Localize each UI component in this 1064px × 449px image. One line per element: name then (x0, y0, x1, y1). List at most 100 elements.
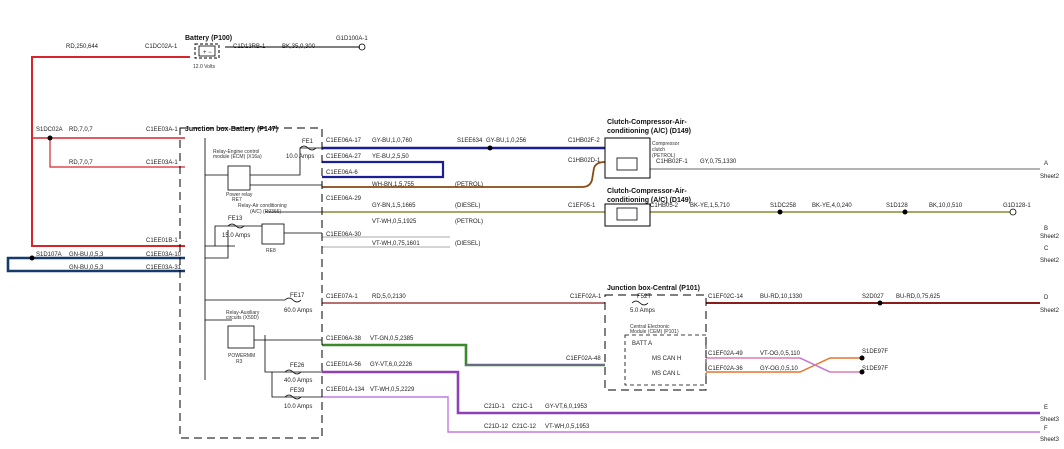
battery-cell (198, 45, 216, 57)
jb-internal-wiring (204, 138, 322, 398)
splice-s1de97f-a (859, 355, 865, 361)
fuse-fe13-rating: 15.0 Amps (222, 233, 250, 239)
label-w20: BU-RD,0,75,625 (896, 294, 941, 300)
battery-title: Battery (P100) (185, 35, 232, 42)
compressor-1-box (604, 137, 651, 179)
relay-aux-l2: circuits (X50D) (226, 315, 259, 321)
compressor-2-box (604, 203, 651, 227)
battery-volts: 12.0 Volts (193, 64, 215, 70)
fuse-fe17 (284, 297, 302, 303)
sheet-b-letter: B (1044, 226, 1048, 232)
label-c28: C21C-1 (512, 404, 533, 410)
label-c8: C1EE06A-17 (326, 138, 362, 144)
label-c10: C1EE06A-27 (326, 154, 362, 160)
compressor-1-sub-3: (PETROL) (652, 153, 676, 159)
wire-wh-bn (322, 161, 606, 188)
splice-s1d128 (902, 209, 908, 215)
label-c25: C1EE01A-56 (326, 362, 362, 368)
label-w27: VT-WH,0,5,1953 (545, 424, 590, 430)
label-c7: C1EE03A-31 (146, 265, 182, 271)
wire-vt-wh-lilac (322, 396, 1040, 433)
fuse-fe17-rating: 60.0 Amps (284, 308, 312, 314)
sheet-e-letter: E (1044, 405, 1048, 411)
fuse-fe1 (299, 145, 317, 151)
sheet-a-letter: A (1044, 161, 1048, 167)
relay-ac (261, 223, 285, 245)
label-w8: GY-BU,1,0,256 (486, 138, 527, 144)
fuse-f52 (631, 300, 649, 306)
label-w6: GN-BU,0,5,3 (69, 265, 104, 271)
ground-g1d100 (358, 43, 366, 51)
splice-s1d107a (29, 255, 35, 261)
junction-box-central (604, 294, 707, 391)
label-w7: GY-BU,1,0,760 (372, 138, 413, 144)
label-s8: S1DE97F (862, 366, 888, 372)
label-c16: C1HB05-2 (650, 203, 679, 209)
label-c29: C21D-12 (484, 424, 509, 430)
label-c4: C1EE03A-1 (146, 160, 178, 166)
label-w18: RD,5,0,2130 (372, 294, 406, 300)
compressor-2-clutch (616, 207, 638, 221)
battery-symbol: + − (203, 50, 212, 56)
wire-battery-positive (31, 56, 190, 247)
label-s1: S1DC02A (36, 127, 63, 133)
fuse-fe13-name: FE13 (228, 216, 243, 222)
label-p4: (DIESEL) (455, 241, 480, 247)
compressor-1-sub-2: clutch (652, 147, 665, 153)
relay-aux-code: R3 (236, 359, 243, 365)
label-c24: C1EF02A-36 (708, 366, 743, 372)
label-s5: S1D128 (886, 203, 908, 209)
sheet-e-sheet: Sheet3 (1040, 417, 1060, 423)
label-c17: C1EE06A-30 (326, 232, 362, 238)
relay-engine-l2: module (ECM) (X16a) (213, 154, 262, 160)
splice-s1dc258 (777, 209, 783, 215)
label-w26: GY-VT,6,0,1953 (545, 404, 588, 410)
compressor-2-title-2: conditioning (A/C) (D149) (607, 197, 691, 204)
relay-aux (227, 325, 255, 349)
fuse-f52-name: F52T (637, 294, 651, 300)
label-c12: C1HB02D-1 (568, 158, 601, 164)
sheet-a-sheet: Sheet2 (1040, 174, 1060, 180)
relay-aux-l1: Relay-Auxiliary (226, 310, 260, 316)
cem-can-l: MS CAN L (652, 371, 681, 377)
junction-box-battery (179, 127, 323, 439)
label-w2: BK,35,0,300 (282, 44, 316, 50)
relay-ac-l1: Relay-Air conditioning (238, 203, 287, 209)
splice-s1de97f-b (859, 369, 865, 375)
wire-gy-vt (322, 370, 1040, 415)
label-w24: GY-VT,6,0,2226 (370, 362, 413, 368)
label-c11: C1EE06A-6 (326, 170, 358, 176)
wire-vt-gn (322, 343, 605, 367)
relay-engine (227, 165, 251, 191)
wire-ye-bu-box (322, 160, 445, 179)
label-w16: VT-WH,0,5,1925 (372, 219, 417, 225)
compressor-1-title-2: conditioning (A/C) (D149) (607, 128, 691, 135)
label-c1: C1DC02A-1 (145, 44, 178, 50)
battery-box (194, 43, 220, 59)
cem-title-2: Module (CEM) (P101) (630, 329, 679, 335)
label-c2: C1D13RB-1 (233, 44, 266, 50)
label-s3: S1EE634 (457, 138, 483, 144)
label-w3: RD,7,0,7 (69, 127, 93, 133)
fuse-fe13 (227, 223, 245, 229)
compressor-1-title-1: Clutch-Compressor-Air- (607, 119, 687, 126)
sheet-f-letter: F (1044, 426, 1048, 432)
fuse-f52-rating: 5.0 Amps (630, 308, 655, 314)
splice-s1dc02a (47, 135, 53, 141)
fuse-fe17-name: FE17 (290, 293, 305, 299)
compressor-1-sub-1: Compressor (652, 141, 680, 147)
cem-module (624, 334, 707, 386)
sheet-d-sheet: Sheet2 (1040, 308, 1060, 314)
fuse-fe39 (284, 394, 302, 400)
label-s7: S1DE97F (862, 349, 888, 355)
label-c14: C1EE06A-29 (326, 196, 362, 202)
splice-s2d027 (877, 300, 883, 306)
cem-batt: BATT A (632, 341, 652, 347)
fuse-fe39-rating: 10.0 Amps (284, 404, 312, 410)
label-c22: C1EF02A-48 (566, 356, 601, 362)
label-c26: C1EE01A-134 (326, 387, 365, 393)
label-c6: C1EE03A-10 (146, 252, 182, 258)
label-s6: S2D027 (862, 294, 884, 300)
relay-ac-code: RE8 (266, 248, 276, 254)
